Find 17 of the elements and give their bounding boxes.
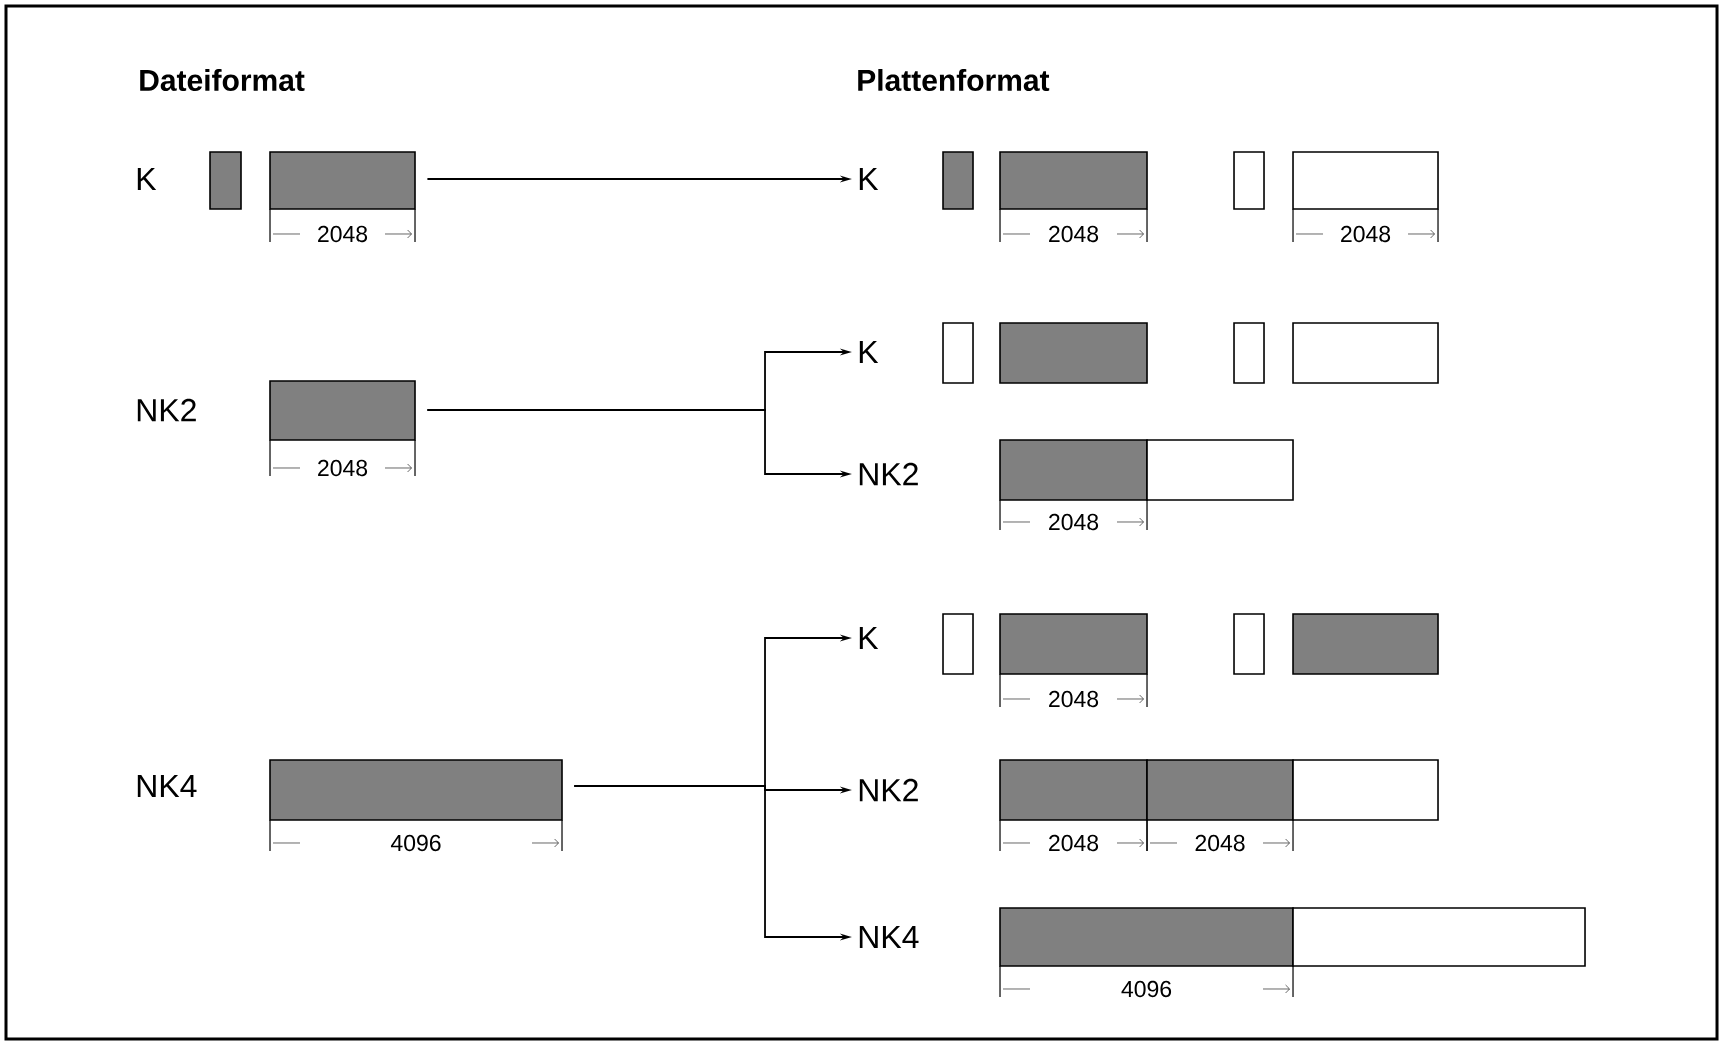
row-label: NK2 [859,462,918,486]
row-label: K [859,627,879,649]
dimension-label: 2048 [1195,834,1245,852]
dimension-label: 2048 [1049,834,1099,852]
row-label: NK4 [859,926,919,948]
row-label: NK4 [137,775,197,797]
dimension-label: 2048 [1341,225,1391,243]
row-label: K [859,341,879,363]
row-label: K [859,168,879,190]
row-label: NK2 [137,398,196,422]
dimension-label: 2048 [1049,513,1099,531]
dimension-label: 2048 [1049,690,1099,708]
row-label: NK2 [859,778,918,802]
dimension-label: 2048 [1049,225,1099,243]
dimension-label: 2048 [318,225,368,243]
dimension-label: 4096 [1121,980,1172,998]
row-label: K [137,168,157,190]
